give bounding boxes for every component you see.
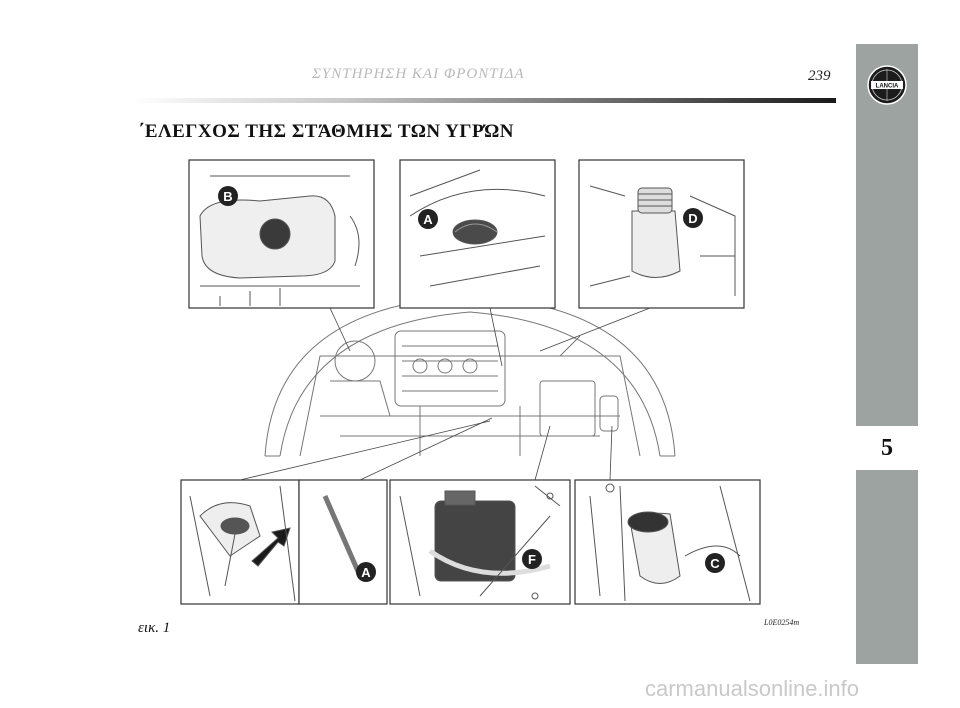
section-title: ΄ΕΛΕΓΧΟΣ ΤΗΣ ΣΤΆΘΜΗΣ ΤΩΝ ΥΓΡΏΝ (138, 121, 515, 142)
engine-bay-outline (264, 295, 676, 457)
watermark: carmanualsonline.info (645, 676, 860, 701)
callout-a-top (418, 209, 438, 229)
engine-diagram: B A D A F C (180, 159, 761, 605)
chapter-sidebar (856, 44, 918, 664)
callout-c-text: C (710, 556, 720, 571)
header-divider (130, 98, 836, 103)
callout-f-text: F (528, 552, 536, 567)
running-header-title: ΣΥΝΤΗΡΗΣΗ ΚΑΙ ΦΡΟΝΤΙΔΑ (312, 66, 525, 82)
engine-fluid-levels-figure: B A D A F C (180, 156, 766, 608)
figure-code: L0E0254m (764, 618, 800, 627)
callout-a-bottom-text: A (361, 565, 371, 580)
lancia-logo-icon: LANCIA (866, 64, 908, 106)
callout-a-bottom (356, 562, 376, 582)
chapter-number-tab: 5 (856, 424, 918, 472)
callout-b (218, 186, 238, 206)
callout-b-text: B (223, 189, 232, 204)
callout-labels: B A D A F C (218, 186, 725, 582)
callout-d (683, 208, 703, 228)
callout-d-text: D (688, 211, 697, 226)
logo-text: LANCIA (876, 84, 899, 90)
callout-c (705, 553, 725, 573)
callout-a-top-text: A (423, 212, 433, 227)
callout-f (522, 549, 542, 569)
page-number: 239 (808, 68, 831, 84)
figure-caption: εικ. 1 (138, 620, 171, 636)
